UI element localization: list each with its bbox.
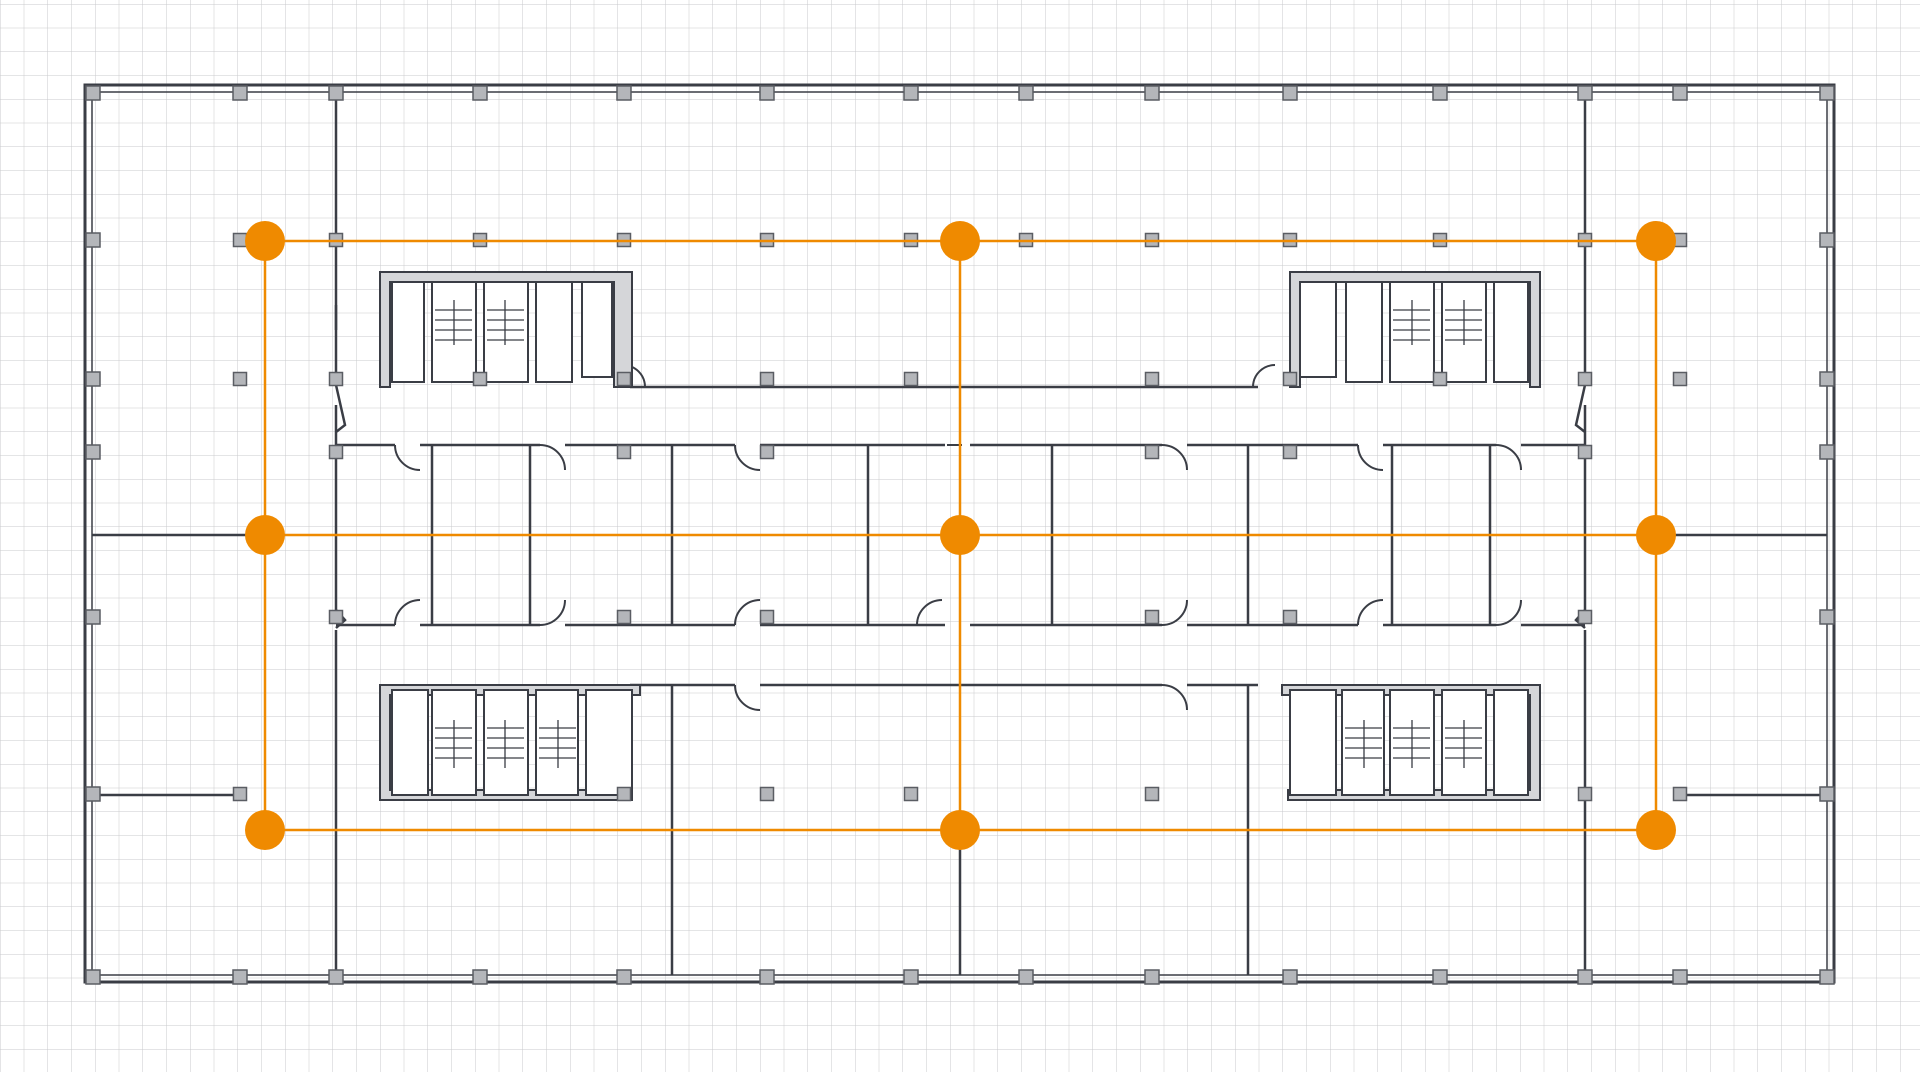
column <box>1819 609 1835 625</box>
column <box>85 969 101 985</box>
column <box>85 786 101 802</box>
network-node[interactable] <box>940 810 980 850</box>
column <box>472 85 488 101</box>
column <box>1282 85 1298 101</box>
column <box>1577 371 1593 387</box>
column <box>1282 371 1298 387</box>
structural-columns <box>85 85 1835 985</box>
column <box>1672 85 1688 101</box>
network-node[interactable] <box>245 515 285 555</box>
column <box>1577 609 1593 625</box>
column <box>616 444 632 460</box>
column <box>903 786 919 802</box>
column <box>232 786 248 802</box>
column <box>903 85 919 101</box>
interior-walls <box>92 92 1827 975</box>
network-node[interactable] <box>1636 515 1676 555</box>
network-node[interactable] <box>940 221 980 261</box>
column <box>1577 444 1593 460</box>
column <box>1577 969 1593 985</box>
column <box>85 444 101 460</box>
column <box>1672 786 1688 802</box>
core-bottom-left <box>379 684 641 801</box>
column <box>616 85 632 101</box>
column <box>328 969 344 985</box>
column <box>1282 609 1298 625</box>
column <box>1819 232 1835 248</box>
column <box>472 371 488 387</box>
column <box>1819 786 1835 802</box>
column <box>328 609 344 625</box>
core-top-right <box>1289 271 1541 388</box>
column <box>759 786 775 802</box>
network-nodes <box>245 221 1676 850</box>
network-node[interactable] <box>245 810 285 850</box>
column <box>903 969 919 985</box>
column <box>759 444 775 460</box>
network-node[interactable] <box>245 221 285 261</box>
column <box>1819 969 1835 985</box>
column <box>759 969 775 985</box>
column <box>1819 444 1835 460</box>
door-swings <box>394 364 1522 711</box>
core-top-left <box>379 271 633 388</box>
network-links <box>263 239 1658 832</box>
column <box>1577 85 1593 101</box>
column <box>328 85 344 101</box>
network-node[interactable] <box>1636 221 1676 261</box>
column <box>616 609 632 625</box>
column <box>759 371 775 387</box>
column <box>616 786 632 802</box>
column <box>1144 969 1160 985</box>
column <box>1672 371 1688 387</box>
column <box>232 232 248 248</box>
column <box>232 371 248 387</box>
column <box>85 371 101 387</box>
network-node[interactable] <box>940 515 980 555</box>
column <box>1432 85 1448 101</box>
column <box>759 609 775 625</box>
column <box>1144 85 1160 101</box>
network-node[interactable] <box>1636 810 1676 850</box>
column <box>1018 969 1034 985</box>
column <box>328 371 344 387</box>
column <box>1282 444 1298 460</box>
column <box>1018 85 1034 101</box>
column <box>1432 969 1448 985</box>
column <box>1577 786 1593 802</box>
column <box>85 609 101 625</box>
column <box>1432 371 1448 387</box>
core-bottom-right <box>1281 684 1541 801</box>
column <box>1144 609 1160 625</box>
column <box>903 371 919 387</box>
column <box>1144 371 1160 387</box>
column <box>1819 371 1835 387</box>
column <box>232 969 248 985</box>
column <box>1672 969 1688 985</box>
column <box>328 444 344 460</box>
column <box>1282 969 1298 985</box>
column <box>85 232 101 248</box>
column <box>1144 786 1160 802</box>
column <box>616 969 632 985</box>
column <box>759 85 775 101</box>
column <box>616 371 632 387</box>
column <box>1144 444 1160 460</box>
column <box>472 969 488 985</box>
column <box>85 85 101 101</box>
column <box>232 85 248 101</box>
column <box>1819 85 1835 101</box>
